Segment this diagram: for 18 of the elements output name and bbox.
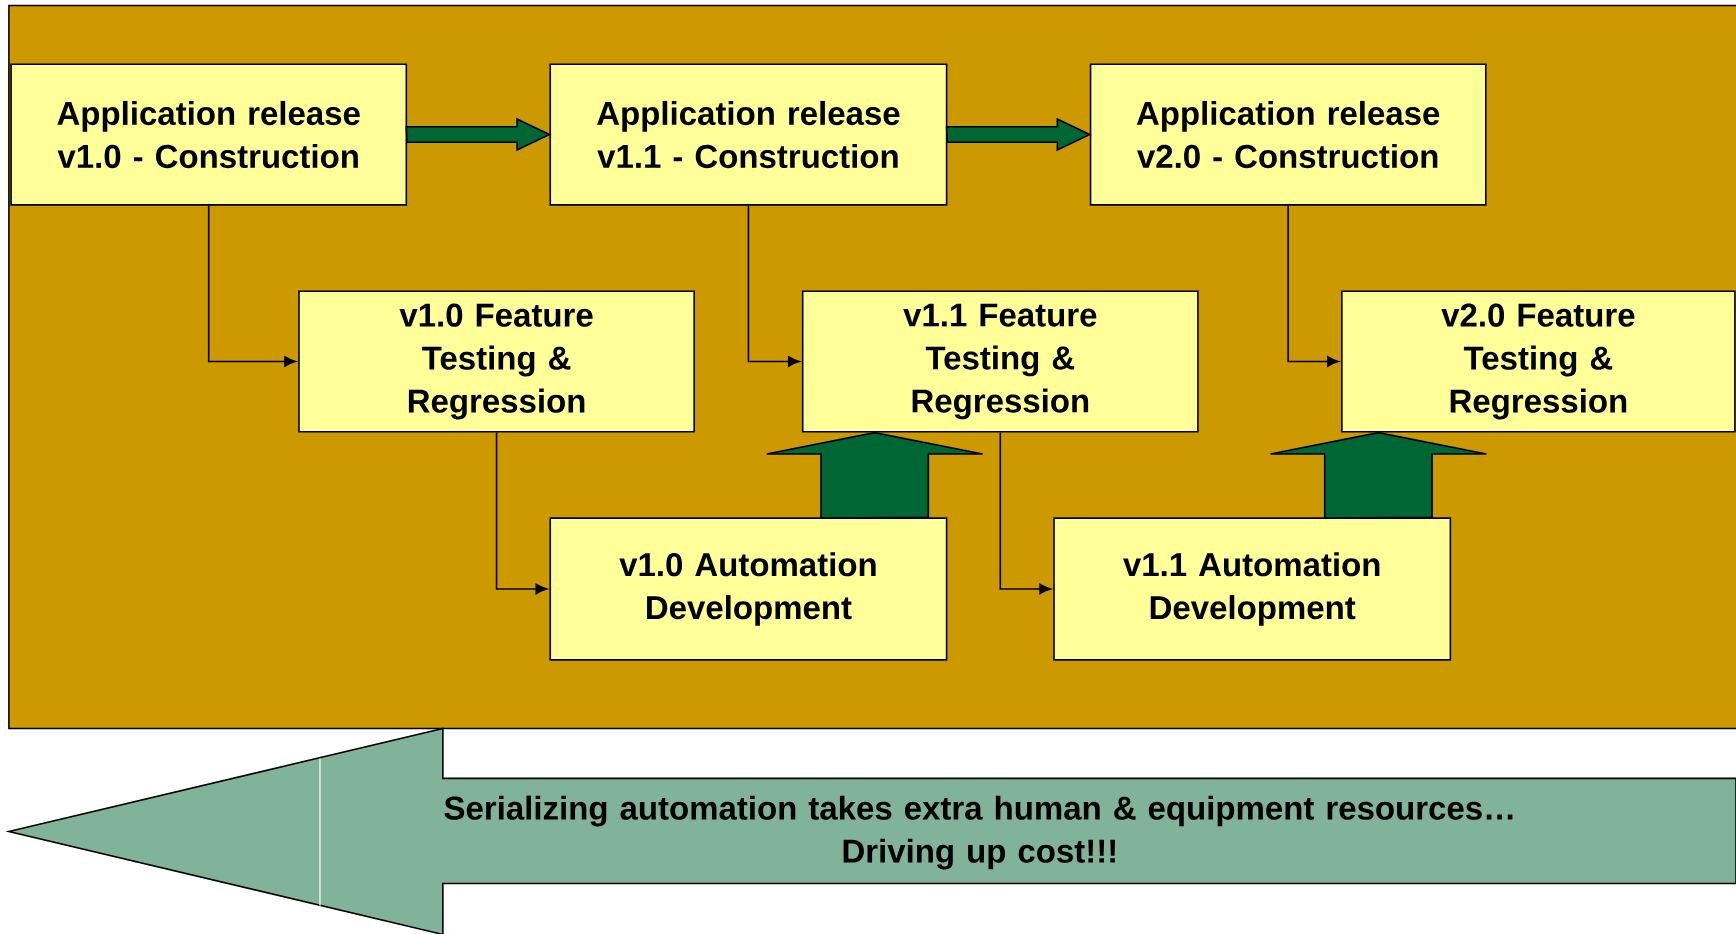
block-arrow <box>945 117 1092 152</box>
arrow <box>495 431 548 595</box>
process-box: v1.1 Feature Testing & Regression <box>801 290 1199 433</box>
process-box: Application release v2.0 - Construction <box>1089 63 1487 206</box>
block-arrow <box>405 117 552 152</box>
process-box: v1.0 Automation Development <box>549 517 948 661</box>
arrow <box>1287 204 1339 367</box>
process-box: Application release v1.0 - Construction <box>10 63 408 206</box>
block-arrow <box>1269 431 1488 519</box>
arrow <box>999 431 1052 595</box>
arrow <box>747 204 800 367</box>
arrow <box>207 204 297 367</box>
process-box: v1.0 Feature Testing & Regression <box>298 290 695 433</box>
process-box: v1.1 Automation Development <box>1053 517 1452 661</box>
banner-text: Serializing automation takes extra human & equipment resources… Driving up cost!!! <box>444 795 1513 870</box>
process-box: v2.0 Feature Testing & Regression <box>1341 290 1736 433</box>
block-arrow <box>765 431 984 519</box>
process-box: Application release v1.1 - Construction <box>549 63 948 206</box>
